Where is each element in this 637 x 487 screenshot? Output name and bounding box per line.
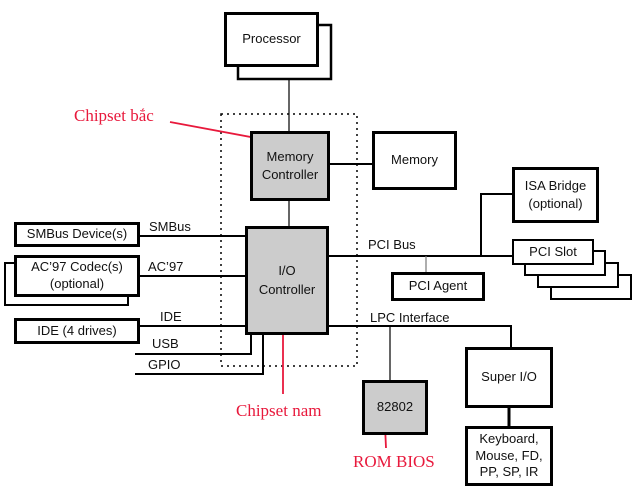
io-controller-label: I/O Controller xyxy=(258,263,316,297)
processor-label: Processor xyxy=(242,31,301,47)
gpio-line xyxy=(135,334,264,375)
pci-slot-label: PCI Slot xyxy=(529,243,577,259)
peripherals-block: Keyboard, Mouse, FD, PP, SP, IR xyxy=(465,426,553,486)
peripherals-label: Keyboard, Mouse, FD, PP, SP, IR xyxy=(475,430,543,480)
smbus-device-label: SMBus Device(s) xyxy=(26,226,128,242)
usb-bus-label: USB xyxy=(152,336,179,351)
rom-bios-annotation: ROM BIOS xyxy=(353,452,435,471)
lpc-bus-label: LPC Interface xyxy=(370,310,450,325)
io-controller-block: I/O Controller xyxy=(245,226,329,335)
pci-agent-block: PCI Agent xyxy=(391,272,485,301)
lpc-line xyxy=(328,325,512,348)
smbus-bus-label: SMBus xyxy=(149,219,191,234)
ac97-codec-block: AC’97 Codec(s) (optional) xyxy=(14,255,140,297)
ac97-bus-label: AC’97 xyxy=(148,259,184,274)
processor-block: Processor xyxy=(224,12,319,67)
firmware-hub-block: 82802 xyxy=(362,380,428,435)
isa-connector-line xyxy=(480,193,513,256)
isa-bridge-label: ISA Bridge (optional) xyxy=(524,177,587,211)
memory-controller-block: Memory Controller xyxy=(250,131,330,201)
pci-slot-block: PCI Slot xyxy=(512,239,594,265)
smbus-device-block: SMBus Device(s) xyxy=(14,222,140,247)
usb-line xyxy=(135,334,252,355)
memory-controller-label: Memory Controller xyxy=(261,148,319,182)
ide-drives-block: IDE (4 drives) xyxy=(14,318,140,344)
super-io-block: Super I/O xyxy=(465,347,553,408)
north-bridge-annotation: Chipset bắc xyxy=(74,106,154,125)
ide-bus-label: IDE xyxy=(160,309,182,324)
ide-drives-label: IDE (4 drives) xyxy=(37,322,117,338)
firmware-hub-label: 82802 xyxy=(376,399,414,415)
pci-agent-label: PCI Agent xyxy=(408,278,468,294)
super-io-label: Super I/O xyxy=(481,369,537,385)
pci-bus-label: PCI Bus xyxy=(368,237,416,252)
isa-bridge-block: ISA Bridge (optional) xyxy=(512,167,599,223)
memory-block: Memory xyxy=(372,131,457,190)
memory-label: Memory xyxy=(391,152,438,168)
gpio-bus-label: GPIO xyxy=(148,357,181,372)
ac97-codec-label: AC’97 Codec(s) (optional) xyxy=(31,259,123,291)
south-bridge-annotation: Chipset nam xyxy=(236,401,322,420)
